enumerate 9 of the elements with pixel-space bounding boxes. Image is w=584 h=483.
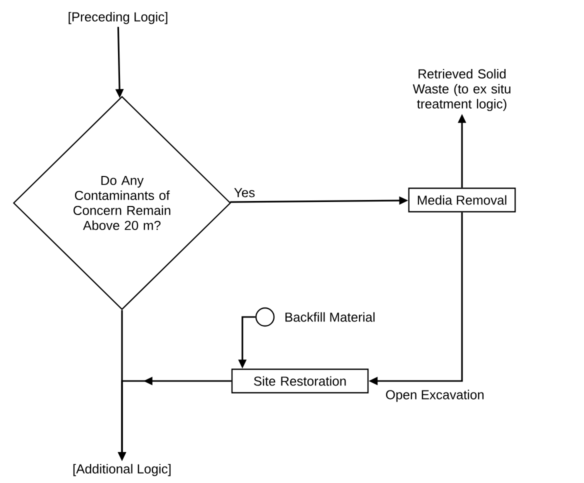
text-label: [Additional Logic]	[73, 464, 171, 476]
edge-label: Open Excavation	[383, 388, 486, 404]
process-box: Media Removal	[408, 188, 516, 212]
connector-circle	[255, 307, 275, 327]
text-label: Retrieved Solid Waste (to ex situ treatment logic)	[412, 68, 510, 112]
process-box: Site Restoration	[231, 368, 369, 394]
beside-label: Backfill Material	[285, 312, 375, 322]
text-label: [Preceding Logic]	[68, 12, 168, 24]
edge-label: Yes	[232, 186, 258, 200]
